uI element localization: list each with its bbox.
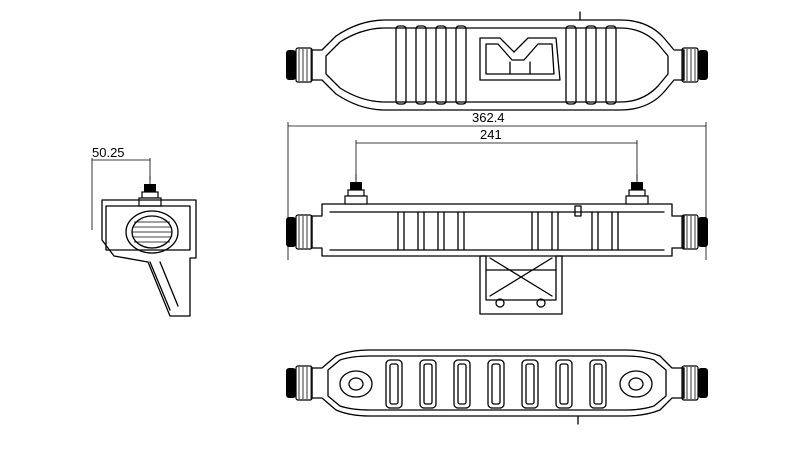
dimension-lines	[91, 122, 707, 260]
dimension-overall-length: 362.4	[472, 110, 505, 125]
bottom-view	[285, 349, 709, 425]
dimension-mount-spacing: 241	[480, 127, 502, 142]
dimension-side-offset: 50.25	[92, 145, 125, 160]
front-view	[285, 173, 709, 315]
top-view	[285, 11, 709, 111]
side-view	[101, 175, 197, 317]
